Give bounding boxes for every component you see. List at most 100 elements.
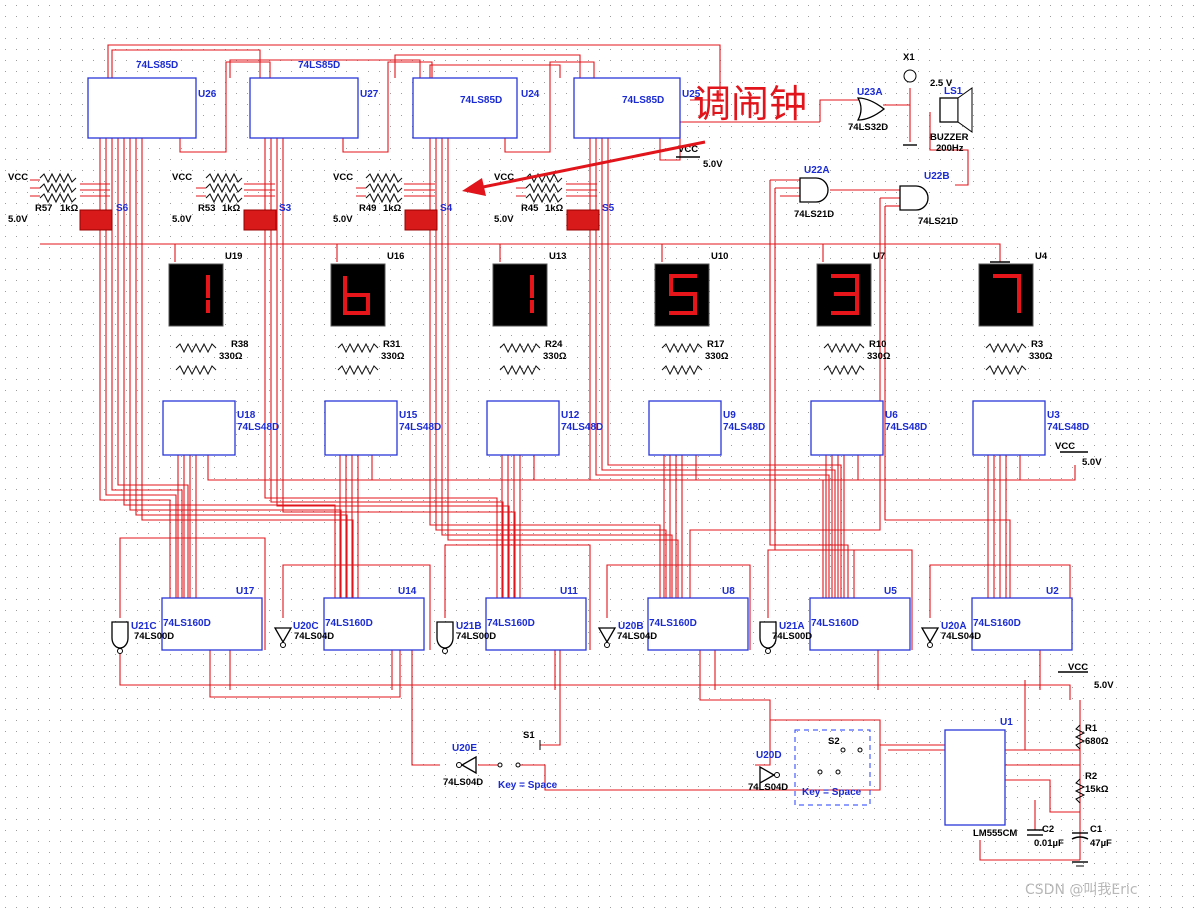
inverter-u20c: U20C 74LS04D [273,621,334,648]
volt-label: 5.0V [1082,457,1102,468]
switch-ref: S2 [828,736,840,747]
vcc-label: VCC [494,172,514,183]
switch-key: Key = Space [802,787,862,798]
resistor-value: 1kΩ [222,203,241,214]
switch-s2[interactable]: S2 Key = Space [794,729,871,806]
comparator-ref: U27 [360,89,379,100]
decoder-part: 74LS48D [561,422,603,433]
counter-part: 74LS160D [487,618,535,629]
gate-part: 74LS21D [918,216,958,227]
resistor-ref: R57 [35,203,52,214]
counter-ref: U2 [1046,586,1059,597]
resistor-value: 15kΩ [1085,784,1109,795]
resistor-value: 330Ω [705,351,729,362]
resistor-value: 330Ω [381,351,405,362]
seven-segment-display [168,263,224,327]
counter-u2: U2 74LS160D [971,586,1073,651]
comparator-ref: U26 [198,89,217,100]
resistor-value: 330Ω [867,351,891,362]
annotation-text: 调闹钟 [693,82,807,126]
counter-part: 74LS160D [811,618,859,629]
switch-ref: S5 [602,203,615,214]
comparator-part: 74LS85D [460,95,502,106]
gate-ref: U22A [804,165,830,176]
counter-ref: U11 [560,586,578,597]
gate-part: 74LS04D [617,631,657,642]
decoder-part: 74LS48D [237,422,279,433]
gate-ref: U23A [857,87,883,98]
buzzer-frequency: 200Hz [936,143,964,154]
resistor-pack-r57: VCC 5.0V R57 1kΩ S6 [8,172,129,231]
decoder-part: 74LS48D [885,422,927,433]
gate-ref: U21B [456,621,482,632]
vcc-top: VCC 5.0V [676,144,723,170]
vcc-label: VCC [678,144,698,155]
timer-part: LM555CM [973,828,1017,839]
display-column-3: U13 R24 330Ω U12 74LS48D [486,251,603,456]
vcc-label: VCC [1055,441,1075,452]
switch-s1[interactable]: S1 Key = Space [497,730,558,791]
buzzer-type: BUZZER [930,132,969,143]
display-column-4: U10 R17 330Ω U9 74LS48D [648,251,765,456]
volt-label: 5.0V [333,214,353,225]
probe-ref: X1 [903,52,915,63]
capacitor-value: 0.01µF [1034,838,1064,849]
comparator-u24: 74LS85D U24 [412,77,540,139]
probe-value: 2.5 V [930,78,953,89]
timer-555: U1 LM555CM VCC 5.0V R1 680Ω R2 15kΩ C1 4… [944,662,1114,867]
dip-switch-s5[interactable] [566,209,600,231]
resistor-pack-r45: VCC 5.0V R45 1kΩ S5 [494,172,615,231]
watermark: CSDN @叫我Eric [1025,882,1138,898]
resistor-ref: R2 [1085,771,1097,782]
gate-part: 74LS00D [772,631,812,642]
decoder-ref: U18 [237,410,256,421]
gate-ref: U20B [618,621,644,632]
decoder-ref: U15 [399,410,418,421]
gate-part: 74LS04D [294,631,334,642]
resistor-ref: R38 [231,339,248,350]
seven-segment-display [978,263,1034,327]
decoder-ref: U9 [723,410,736,421]
display-ref: U19 [225,251,242,262]
comparator-u27: 74LS85D U27 [249,60,379,139]
decoder-part: 74LS48D [1047,422,1089,433]
display-ref: U4 [1035,251,1048,262]
dip-switch-s4[interactable] [404,209,438,231]
gate-ref: U20C [293,621,319,632]
or-gate-u23a: U23A 74LS32D [848,87,888,133]
counter-u11: U11 74LS160D [485,586,587,651]
capacitor-ref: C2 [1042,824,1054,835]
comparator-ref: U25 [682,89,701,100]
counter-u14: U14 74LS160D [323,586,425,651]
nand-gate-u21c: U21C 74LS00D [111,621,174,654]
counter-row: U17 74LS160D U14 74LS160D U11 74LS160D U… [161,586,1073,651]
comparator-u25: 74LS85D U25 [573,77,701,139]
resistor-ref: R53 [198,203,215,214]
vcc-label: VCC [1068,662,1088,673]
dip-switch-s6[interactable] [79,209,113,231]
counter-u5: U5 74LS160D [809,586,911,651]
counter-ref: U14 [398,586,417,597]
dip-switch-s3[interactable] [243,209,277,231]
gate-ref: U21C [131,621,157,632]
capacitor-ref: C1 [1090,824,1103,835]
comparator-part: 74LS85D [136,60,178,71]
decoder-ref: U12 [561,410,580,421]
gate-part: 74LS04D [443,777,483,788]
display-column-6: U4 R3 330Ω U3 74LS48D [972,251,1089,456]
comparator-row: 74LS85D U26 74LS85D U27 74LS85D U24 74LS… [87,60,701,139]
switch-ref: S3 [279,203,292,214]
resistor-ref: R31 [383,339,401,350]
volt-label: 5.0V [494,214,514,225]
counter-ref: U5 [884,586,897,597]
resistor-value: 330Ω [1029,351,1053,362]
decoder-part: 74LS48D [723,422,765,433]
volt-label: 5.0V [1094,680,1114,691]
gate-part: 74LS04D [941,631,981,642]
gate-ref: U20E [452,743,477,754]
resistor-value: 1kΩ [383,203,402,214]
and-gate-u22b: U22B 74LS21D [899,171,958,227]
gate-part: 74LS21D [794,209,834,220]
seven-segment-display [492,263,548,327]
